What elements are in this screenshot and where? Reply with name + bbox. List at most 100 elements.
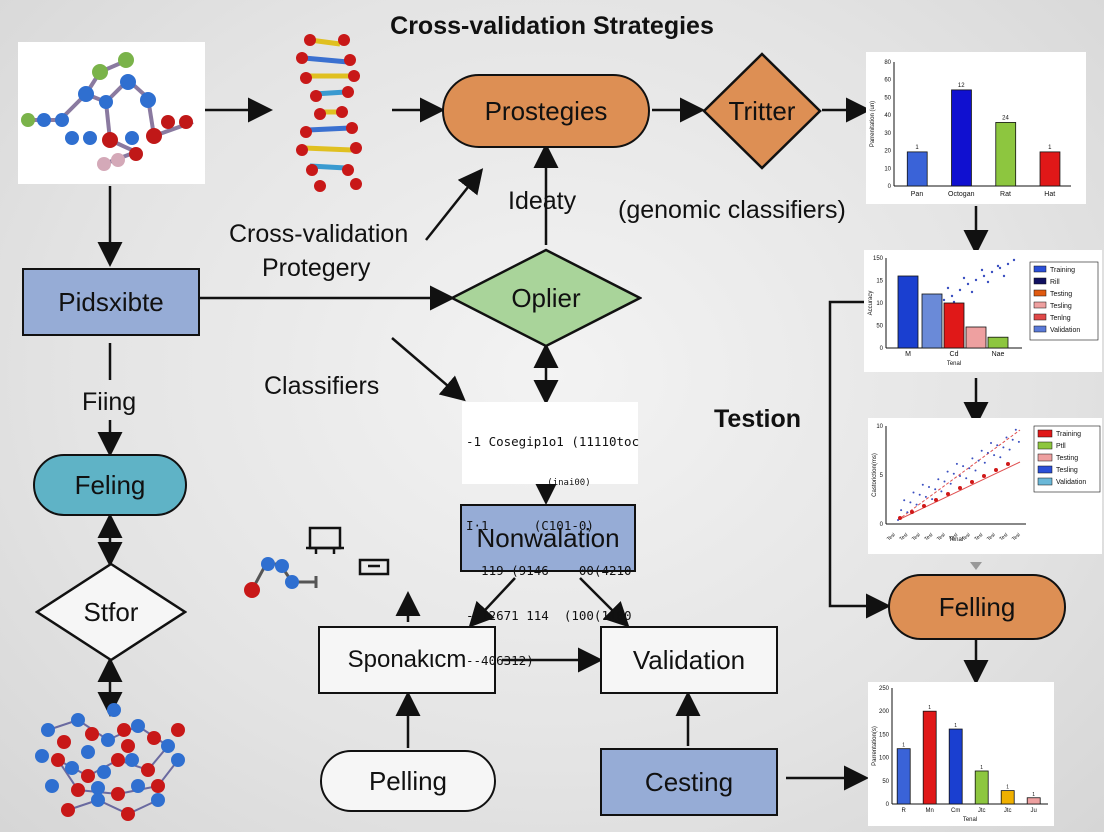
scatter-point <box>1006 462 1010 466</box>
node-prostegies[interactable]: Prostegies <box>442 74 650 148</box>
scatter-point <box>983 461 986 464</box>
y-tick-label: 10 <box>876 301 883 307</box>
atom <box>147 731 161 745</box>
scatter-point <box>910 510 914 514</box>
node-felling[interactable]: Felling <box>888 574 1066 640</box>
scatter-point <box>934 488 937 491</box>
y-tick-label: 5 <box>880 473 884 479</box>
scatter-point <box>937 478 940 481</box>
scatter-point <box>1005 436 1008 439</box>
y-tick-label: 0 <box>880 522 884 528</box>
scatter-point <box>946 492 950 496</box>
data-label: 1 <box>1006 785 1009 791</box>
bar <box>948 728 963 805</box>
bar <box>987 336 1009 349</box>
legend-label: Tesling <box>1050 303 1072 310</box>
scatter-point <box>900 509 903 512</box>
x-tick-label: Rat <box>1000 191 1011 198</box>
node-validation[interactable]: Validation <box>600 626 778 694</box>
bar <box>1000 790 1015 805</box>
scatter-point <box>897 519 899 521</box>
x-tick-label: Jtc <box>1004 808 1012 814</box>
y-tick-label: 80 <box>884 60 891 66</box>
bar <box>921 293 943 349</box>
scatter-point <box>990 270 994 274</box>
atom <box>171 753 185 767</box>
bar <box>1039 151 1061 187</box>
bar <box>965 326 987 349</box>
legend-label: Ptll <box>1056 443 1066 450</box>
x-tick-label: Tesl <box>936 532 947 542</box>
legend-swatch <box>1037 453 1053 462</box>
atom <box>151 793 165 807</box>
node-sponakicm[interactable]: Sponakιcm <box>318 626 496 694</box>
legend-swatch <box>1037 477 1053 486</box>
label-ideaty: Ideaty <box>508 187 577 215</box>
scatter-point <box>952 472 955 475</box>
y-tick-label: 10 <box>884 166 891 172</box>
y-tick-label: 0 <box>880 346 884 352</box>
node-stfor-shape[interactable] <box>35 562 187 662</box>
scatter-point <box>898 516 902 520</box>
scatter-point <box>977 459 980 462</box>
y-axis-label: Castoriction(ms) <box>872 453 878 497</box>
scatter-point <box>934 498 938 502</box>
dna-helix-graphic <box>296 34 362 192</box>
scatter-point <box>958 486 962 490</box>
scatter-point <box>946 470 949 473</box>
scatter-point <box>986 451 989 454</box>
scatter-point <box>921 483 924 486</box>
node-oplier-shape[interactable] <box>450 248 642 348</box>
legend-swatch <box>1033 313 1047 321</box>
x-tick-label: Tesl <box>899 532 910 542</box>
node-feling[interactable]: Feling <box>33 454 187 516</box>
scatter-point <box>974 469 977 472</box>
scatter-point <box>982 474 986 478</box>
y-tick-label: 100 <box>879 756 890 762</box>
node-tritter-label: Tritter <box>728 96 796 126</box>
node-tritter-shape[interactable] <box>702 52 822 170</box>
data-label: 1 <box>902 743 905 749</box>
atom <box>131 719 145 733</box>
label-fiing: Fiing <box>82 388 137 416</box>
atom <box>131 779 145 793</box>
x-tick-label: Tesl <box>949 532 960 542</box>
scatter-point <box>962 465 965 468</box>
x-tick-label: Mn <box>926 808 934 814</box>
atom <box>91 781 105 795</box>
legend-swatch <box>1037 429 1053 438</box>
atom <box>121 807 135 821</box>
node-pidsxibte[interactable]: Pidsxibte <box>22 268 200 336</box>
atom <box>125 753 139 767</box>
bar <box>922 710 937 805</box>
atom <box>45 779 59 793</box>
x-tick-label: Jtc <box>978 808 986 814</box>
x-tick-label: Tesl <box>986 532 997 542</box>
legend-swatch <box>1037 441 1053 450</box>
scatter-point <box>922 504 926 508</box>
scatter-point <box>942 298 946 302</box>
x-tick-label: Cd <box>950 351 959 358</box>
x-tick-label: Pan <box>911 191 924 198</box>
node-nonwalation[interactable]: Nonwalation <box>460 504 636 572</box>
y-tick-label: 40 <box>884 113 891 119</box>
y-tick-label: 50 <box>876 324 883 330</box>
scatter-point <box>999 456 1002 459</box>
scatter-point <box>928 486 930 488</box>
node-pelling[interactable]: Pelling <box>320 750 496 812</box>
atom <box>141 763 155 777</box>
x-tick-label: Tesl <box>1011 532 1022 542</box>
scatter-point <box>996 264 1000 268</box>
x-tick-label: R <box>902 808 907 814</box>
legend-box <box>1033 425 1101 493</box>
scatter-point <box>1002 446 1005 449</box>
label-cross-validation: Cross-validation <box>229 220 409 248</box>
node-cesting[interactable]: Cesting <box>600 748 778 816</box>
bar <box>943 302 965 349</box>
scatter-point <box>986 280 990 284</box>
data-label: 1 <box>1048 145 1052 151</box>
x-axis-label: Tenal <box>947 361 961 367</box>
